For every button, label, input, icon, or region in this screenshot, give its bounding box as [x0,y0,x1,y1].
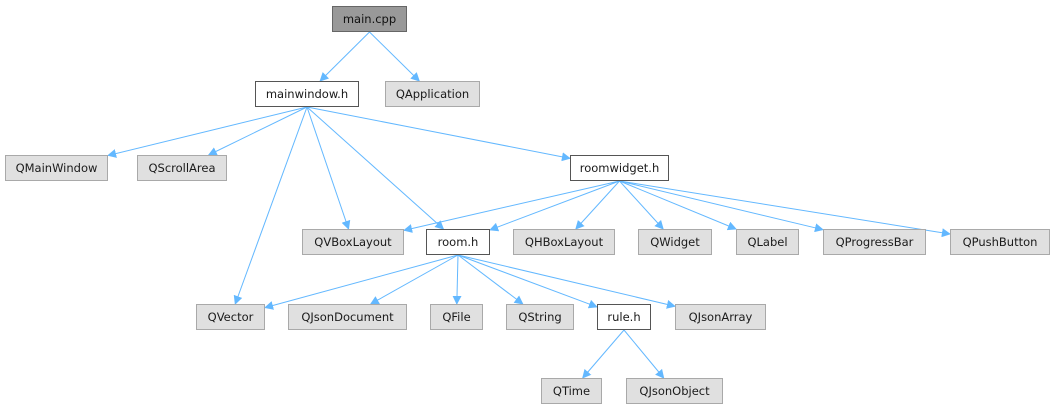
edge-mainwindow-h-to-roomwidget-h [306,106,571,162]
graph-node-label: QVBoxLayout [314,235,392,249]
edge-roomwidget-h-to-qprogressbar [619,180,824,233]
graph-node-qvector[interactable]: QVector [196,304,265,330]
graph-node-label: QJsonObject [639,384,710,398]
edge-rule-h-to-qjsonobject [623,329,665,379]
edge-roomwidget-h-to-qvboxlayout [403,180,620,233]
graph-node-label: rule.h [607,310,641,324]
edge-room-h-to-qjsonarray [457,254,676,309]
graph-node-qvboxlayout[interactable]: QVBoxLayout [302,229,404,255]
graph-node-qstring[interactable]: QString [506,304,574,330]
edge-roomwidget-h-to-qhboxlayout [575,180,620,230]
graph-node-qfile[interactable]: QFile [430,304,483,330]
graph-node-label: QString [518,310,562,324]
graph-node-qscrollarea[interactable]: QScrollArea [137,155,227,181]
graph-node-roomwidget-h[interactable]: roomwidget.h [570,155,669,181]
graph-node-qjsondocument[interactable]: QJsonDocument [288,304,407,330]
graph-node-rule-h[interactable]: rule.h [597,304,651,330]
graph-node-label: QJsonDocument [301,310,394,324]
graph-node-qwidget[interactable]: QWidget [638,229,712,255]
edge-mainwindow-h-to-room-h [306,106,445,230]
edge-mainwindow-h-to-qmainwindow [107,106,308,158]
graph-node-label: QFile [442,310,471,324]
graph-node-qapplication[interactable]: QApplication [385,81,480,107]
graph-node-label: QWidget [650,235,700,249]
edge-room-h-to-qstring [457,254,524,305]
edge-mainwindow-h-to-qvboxlayout [306,106,351,230]
graph-node-qpushbutton[interactable]: QPushButton [950,229,1050,255]
edge-main-cpp-to-qapplication [369,31,420,82]
edge-rule-h-to-qtime [582,329,625,379]
graph-node-label: QPushButton [962,235,1038,249]
graph-node-label: QApplication [395,87,470,101]
edge-mainwindow-h-to-qscrollarea [207,106,308,156]
graph-node-mainwindow-h[interactable]: mainwindow.h [255,81,359,107]
graph-node-qmainwindow[interactable]: QMainWindow [5,155,108,181]
graph-node-qhboxlayout[interactable]: QHBoxLayout [513,229,615,255]
edge-roomwidget-h-to-qpushbutton [619,180,951,238]
edge-mainwindow-h-to-qvector [233,106,308,305]
edge-roomwidget-h-to-room-h [489,180,620,232]
graph-node-label: QMainWindow [15,161,98,175]
graph-node-main-cpp[interactable]: main.cpp [332,6,407,32]
edge-room-h-to-rule-h [457,254,598,309]
graph-node-label: QScrollArea [148,161,216,175]
graph-node-label: mainwindow.h [265,87,349,101]
edge-main-cpp-to-mainwindow-h [319,31,370,82]
graph-node-label: QLabel [747,235,788,249]
graph-node-label: QHBoxLayout [524,235,604,249]
graph-node-label: QVector [207,310,254,324]
graph-node-qlabel[interactable]: QLabel [736,229,799,255]
graph-node-label: roomwidget.h [579,161,660,175]
edge-room-h-to-qfile [452,254,462,305]
graph-node-qtime[interactable]: QTime [541,378,602,404]
graph-node-label: main.cpp [342,12,397,26]
graph-node-label: QJsonArray [688,310,753,324]
edge-room-h-to-qjsondocument [369,254,459,305]
edge-room-h-to-qvector [264,254,459,310]
graph-node-qprogressbar[interactable]: QProgressBar [823,229,926,255]
edge-roomwidget-h-to-qlabel [619,180,737,231]
graph-node-label: QTime [552,384,591,398]
edge-roomwidget-h-to-qwidget [619,180,664,230]
graph-node-qjsonobject[interactable]: QJsonObject [626,378,723,404]
graph-node-label: QProgressBar [835,235,914,249]
graph-node-room-h[interactable]: room.h [426,229,490,255]
graph-node-label: room.h [437,235,479,249]
graph-node-qjsonarray[interactable]: QJsonArray [675,304,766,330]
